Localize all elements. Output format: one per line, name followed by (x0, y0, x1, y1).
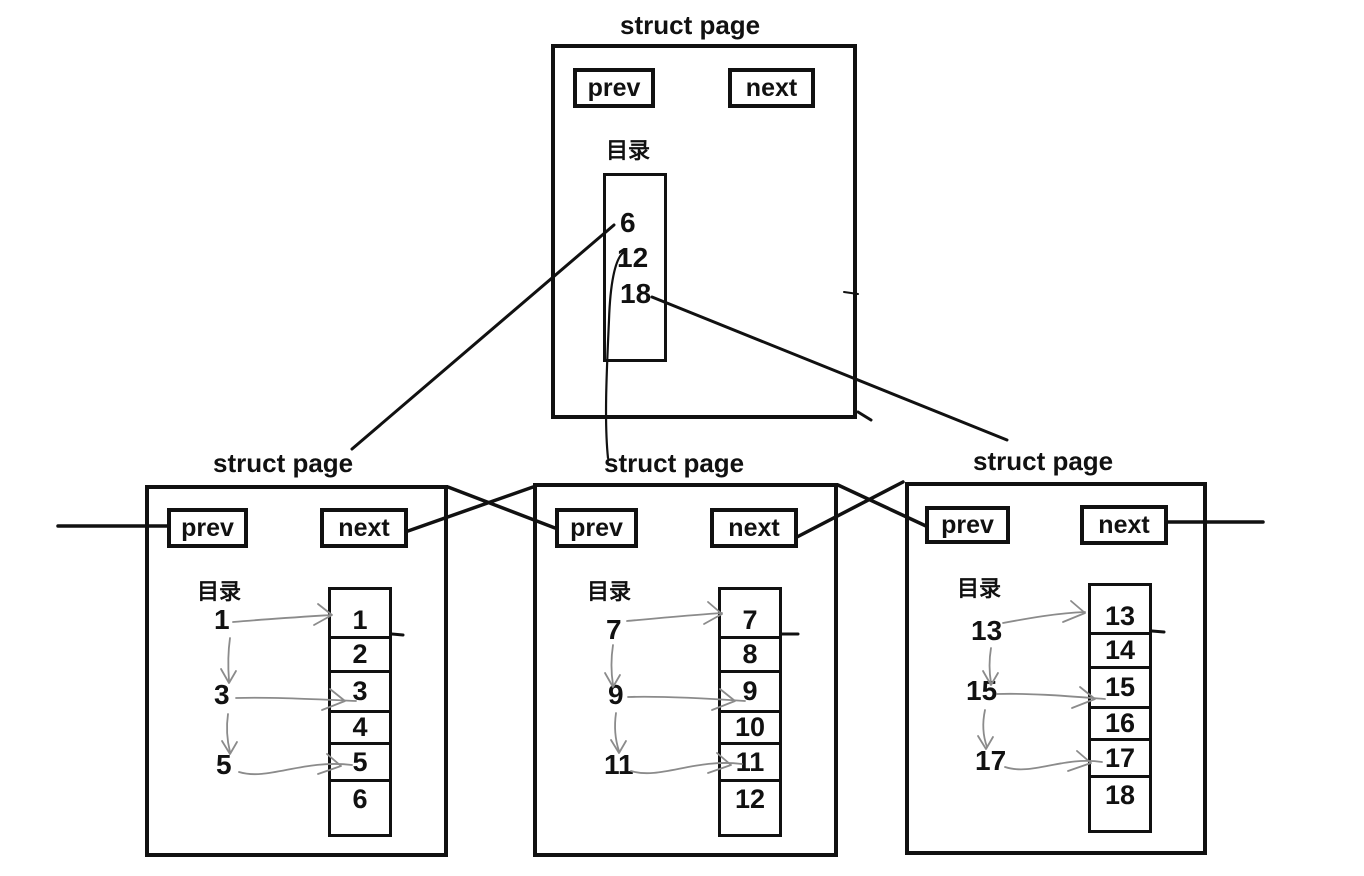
middle-directory-entry: 9 (608, 679, 624, 710)
slot-cell: 3 (331, 670, 389, 710)
left-page-box (145, 485, 448, 857)
slot-cell: 1 (352, 605, 368, 635)
slot-cell: 2 (331, 636, 389, 670)
slot-cell: 11 (721, 742, 779, 779)
right-prev-pointer-box: prev (925, 506, 1010, 544)
right-directory-entry: 13 (971, 615, 1003, 646)
slot-cell: 12 (721, 779, 779, 834)
left-page-title: struct page (213, 448, 354, 478)
slot-cell: 17 (1091, 738, 1149, 775)
middle-directory-entry: 11 (604, 749, 634, 780)
left-next-pointer-box: next (320, 508, 408, 548)
top-directory-entry: 12 (617, 242, 649, 273)
top-prev-pointer-box: prev (573, 68, 655, 108)
slot-cell: 13 (1104, 601, 1136, 631)
left-directory-entry: 3 (214, 679, 230, 710)
left-directory-label: 目录 (197, 579, 242, 604)
right-directory-entry: 15 (966, 675, 998, 706)
slot-cell: 14 (1091, 632, 1149, 666)
right-directory-entry: 17 (975, 745, 1007, 776)
top-next-pointer-box: next (728, 68, 815, 108)
slot-cell: 18 (1091, 775, 1149, 830)
top-directory-entry: 6 (620, 207, 636, 238)
slot-cell: 4 (331, 710, 389, 742)
right-directory-label: 目录 (957, 576, 1002, 601)
middle-directory-entry: 7 (606, 614, 622, 645)
middle-directory-label: 目录 (587, 579, 632, 604)
middle-slot-stack: 7 8 9 10 11 12 (718, 587, 782, 837)
middle-next-pointer-box: next (710, 508, 798, 548)
top-page-title: struct page (620, 10, 761, 40)
slot-cell: 9 (721, 670, 779, 710)
top-directory-entry: 18 (620, 278, 652, 309)
slot-cell: 7 (742, 605, 758, 635)
right-next-pointer-box: next (1080, 505, 1168, 545)
slot-cell: 6 (331, 779, 389, 834)
slot-cell: 8 (721, 636, 779, 670)
right-slot-stack: 13 14 15 16 17 18 (1088, 583, 1152, 833)
middle-prev-pointer-box: prev (555, 508, 638, 548)
slot-cell: 10 (721, 710, 779, 742)
right-page-title: struct page (973, 446, 1114, 476)
left-directory-entry: 5 (216, 749, 232, 780)
top-directory-label: 目录 (606, 138, 651, 163)
middle-page-box (533, 483, 838, 857)
slot-cell: 16 (1091, 706, 1149, 738)
left-slot-stack: 1 2 3 4 5 6 (328, 587, 392, 837)
middle-page-title: struct page (604, 448, 745, 478)
left-directory-entry: 1 (214, 604, 230, 635)
stray-mark (856, 410, 873, 422)
slot-cell: 15 (1091, 666, 1149, 706)
left-prev-pointer-box: prev (167, 508, 248, 548)
right-page-box (905, 482, 1207, 855)
slot-cell: 5 (331, 742, 389, 779)
